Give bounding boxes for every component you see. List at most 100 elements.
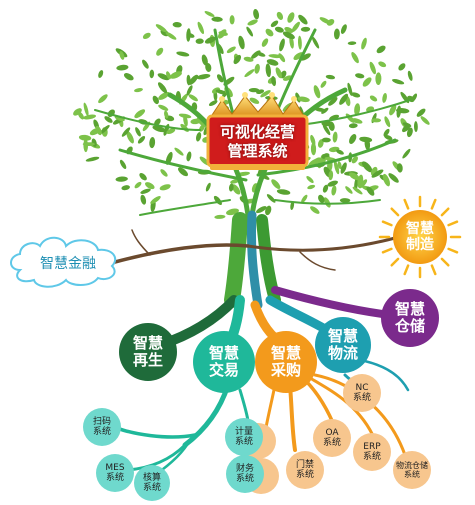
leaf: [216, 74, 224, 83]
leaf: [320, 80, 327, 88]
leaf: [291, 21, 300, 33]
leaf: [313, 85, 321, 99]
leaf: [325, 74, 336, 80]
leaf: [388, 173, 399, 183]
leaf: [211, 16, 223, 22]
leaf: [348, 123, 358, 129]
leaf: [188, 94, 198, 102]
leaf: [135, 127, 141, 137]
system-mes-label: MES 系统: [105, 462, 125, 483]
leaf: [253, 8, 260, 20]
leaf: [169, 71, 182, 79]
leaf: [204, 10, 215, 18]
leaf: [231, 184, 241, 195]
branch-trade-label: 智慧 交易: [208, 343, 239, 379]
system-wms-label: 物流仓储 系统: [396, 460, 428, 479]
system-oa: OA 系统: [313, 419, 351, 457]
tree-trunk: [224, 210, 281, 310]
leaf: [297, 35, 302, 50]
leaf: [243, 56, 254, 62]
leaf: [204, 36, 216, 44]
sun-ray: [440, 207, 450, 217]
sun-ray: [403, 198, 410, 210]
leaf: [217, 29, 227, 39]
leaf: [293, 52, 304, 61]
leaf: [178, 167, 188, 177]
system-finance: 财务 系统: [226, 455, 264, 493]
leaf: [134, 109, 146, 119]
leaf: [340, 162, 347, 174]
leaf: [392, 78, 405, 85]
leaf: [290, 200, 295, 211]
leaf: [331, 185, 337, 196]
system-oa-label: OA 系统: [322, 427, 341, 448]
system-erp: ERP 系统: [353, 433, 391, 471]
system-metering: 计量 系统: [225, 418, 263, 456]
leaf: [300, 53, 311, 61]
system-metering-label: 计量 系统: [234, 426, 253, 447]
system-wms: 物流仓储 系统: [390, 451, 434, 489]
leaf: [83, 102, 89, 116]
leaf: [265, 28, 274, 37]
leaf: [282, 31, 295, 40]
leaf: [160, 169, 168, 177]
sun-ray: [447, 247, 459, 254]
leaf: [383, 128, 390, 137]
leaf: [271, 76, 277, 87]
system-nc-label: NC 系统: [352, 382, 371, 403]
leaf: [140, 194, 147, 205]
leaf: [260, 90, 271, 98]
leaf: [213, 195, 222, 205]
leaf: [297, 96, 310, 103]
leaf: [228, 183, 234, 192]
leaf: [352, 186, 363, 195]
leaf: [364, 137, 371, 151]
leaf: [82, 142, 95, 147]
leaf: [376, 45, 386, 54]
leaf: [246, 26, 254, 37]
leaf: [384, 135, 393, 140]
leaf: [318, 194, 325, 204]
leaf: [310, 157, 321, 167]
leaf: [82, 114, 97, 120]
leaf: [371, 169, 384, 178]
leaf: [384, 116, 391, 128]
leaf: [104, 116, 113, 123]
leaf: [282, 102, 292, 112]
leaf: [349, 134, 357, 144]
leaf: [298, 14, 308, 25]
leaf: [126, 131, 134, 144]
leaf: [166, 128, 176, 134]
crown-icon: [206, 92, 309, 170]
leaf: [371, 118, 382, 123]
sun-ray: [390, 207, 400, 217]
leaf: [254, 63, 260, 74]
leaf: [115, 176, 128, 182]
leaf: [152, 95, 159, 105]
leaf: [201, 54, 208, 66]
leaf: [339, 93, 349, 105]
leaf: [328, 170, 334, 181]
leaf: [137, 136, 146, 144]
leaf: [339, 198, 351, 203]
leaf: [186, 151, 192, 162]
leaf: [337, 161, 342, 170]
leaf: [134, 88, 143, 93]
leaf: [326, 19, 335, 26]
leaf: [121, 127, 131, 137]
leaf: [347, 82, 353, 96]
leaf: [354, 103, 361, 116]
leaf: [310, 206, 320, 214]
sun-ray: [381, 247, 393, 254]
system-scan-label: 扫码 系统: [92, 416, 111, 437]
leaf: [351, 92, 361, 98]
leaf: [311, 36, 320, 49]
sun-ray: [390, 257, 400, 267]
leaf: [178, 113, 192, 119]
branch-regeneration-label: 智慧 再生: [132, 333, 163, 369]
leaf: [261, 38, 269, 47]
leaf: [266, 59, 279, 66]
leaf: [276, 11, 284, 20]
leaf: [152, 125, 166, 133]
